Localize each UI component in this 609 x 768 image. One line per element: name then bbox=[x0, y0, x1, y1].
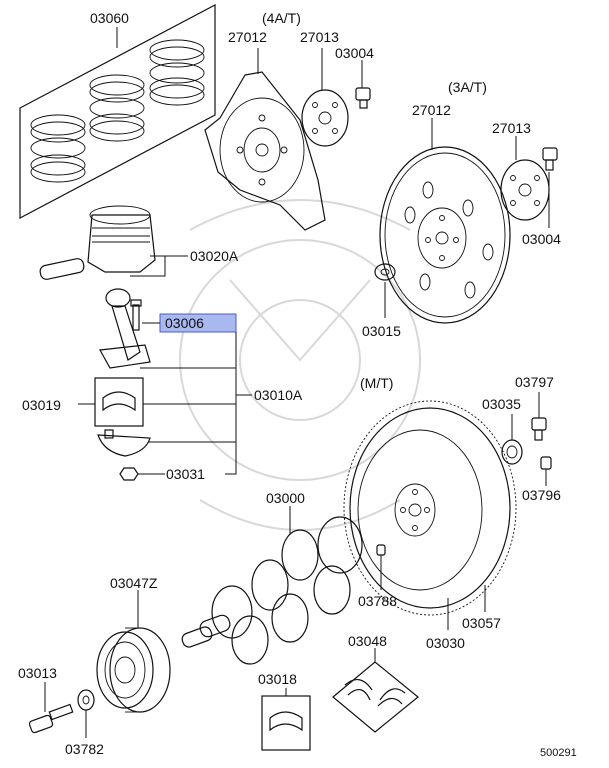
bolt-03797[interactable] bbox=[531, 417, 547, 441]
dowel-pin-03788[interactable] bbox=[376, 544, 386, 556]
label-03047Z[interactable]: 03047Z bbox=[110, 575, 158, 591]
thrust-bearing-03048[interactable] bbox=[332, 661, 419, 733]
label-03015[interactable]: 03015 bbox=[362, 323, 401, 339]
label-27012-3at[interactable]: 27012 bbox=[412, 102, 451, 118]
bearing-03035[interactable] bbox=[501, 439, 523, 465]
label-03020A[interactable]: 03020A bbox=[190, 248, 239, 264]
nut-03031[interactable] bbox=[119, 467, 139, 481]
piston-and-pin[interactable] bbox=[39, 205, 156, 280]
bolt-03013[interactable] bbox=[28, 703, 74, 734]
label-03013[interactable]: 03013 bbox=[18, 665, 57, 681]
label-03796[interactable]: 03796 bbox=[522, 487, 561, 503]
bushing-03015[interactable] bbox=[374, 263, 396, 281]
label-03057[interactable]: 03057 bbox=[462, 615, 501, 631]
label-03006-selected[interactable]: 03006 bbox=[165, 315, 204, 331]
label-03018[interactable]: 03018 bbox=[258, 671, 297, 687]
label-27012-4at[interactable]: 27012 bbox=[228, 29, 267, 45]
drive-plate-3at[interactable] bbox=[379, 146, 511, 324]
label-03004-3at[interactable]: 03004 bbox=[522, 231, 561, 247]
flywheel-03030[interactable] bbox=[343, 400, 517, 616]
bolt-03004-3at[interactable] bbox=[542, 147, 558, 171]
label-03031[interactable]: 03031 bbox=[166, 466, 205, 482]
crankshaft-03000[interactable] bbox=[181, 516, 363, 665]
adapter-plate-4at[interactable] bbox=[301, 89, 349, 147]
connecting-rod[interactable] bbox=[99, 288, 151, 369]
label-03010A[interactable]: 03010A bbox=[254, 387, 303, 403]
figure-code: 500291 bbox=[540, 747, 577, 759]
label-03030[interactable]: 03030 bbox=[426, 635, 465, 651]
drive-plate-4at[interactable] bbox=[204, 71, 326, 231]
label-03782[interactable]: 03782 bbox=[65, 741, 104, 757]
label-03035[interactable]: 03035 bbox=[482, 396, 521, 412]
washer-03782[interactable] bbox=[77, 689, 95, 711]
variant-label-mt: (M/T) bbox=[360, 375, 393, 391]
pin-03796[interactable] bbox=[540, 456, 552, 470]
bolt-03004-4at[interactable] bbox=[355, 87, 371, 109]
label-27013-3at[interactable]: 27013 bbox=[492, 120, 531, 136]
variant-label-3at: (3A/T) bbox=[448, 79, 487, 95]
variant-label-4at: (4A/T) bbox=[262, 10, 301, 26]
label-03004-4at[interactable]: 03004 bbox=[335, 45, 374, 61]
label-03788[interactable]: 03788 bbox=[358, 593, 397, 609]
label-03797[interactable]: 03797 bbox=[515, 374, 554, 390]
label-03019[interactable]: 03019 bbox=[22, 397, 61, 413]
adapter-plate-3at[interactable] bbox=[500, 159, 550, 221]
rod-cap[interactable] bbox=[97, 429, 151, 457]
label-03048[interactable]: 03048 bbox=[348, 633, 387, 649]
bearing-03019[interactable] bbox=[94, 377, 144, 427]
crank-pulley-03047Z[interactable] bbox=[96, 627, 171, 713]
main-bearing-03018[interactable] bbox=[261, 695, 311, 751]
label-27013-4at[interactable]: 27013 bbox=[300, 29, 339, 45]
piston-ring-set[interactable] bbox=[19, 4, 216, 219]
label-03000[interactable]: 03000 bbox=[266, 490, 305, 506]
label-03060[interactable]: 03060 bbox=[90, 10, 129, 26]
